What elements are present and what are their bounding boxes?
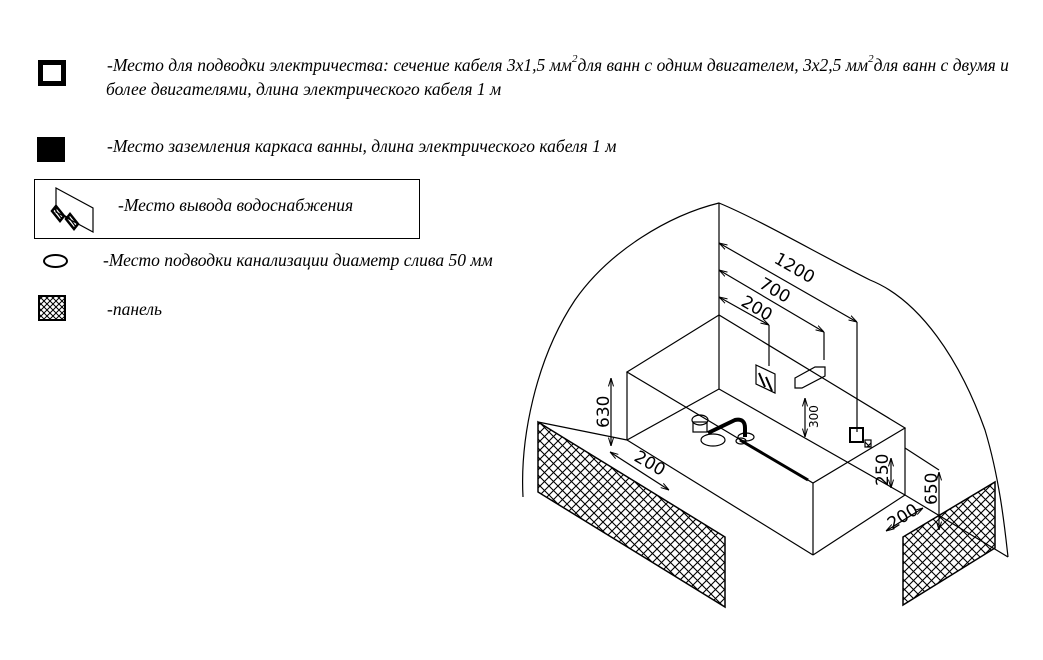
- electric-socket-icon: [38, 60, 66, 86]
- dim-300: 300: [807, 405, 821, 428]
- bath-spout: [794, 366, 826, 389]
- dim-630: 630: [594, 396, 614, 428]
- dim-250: 250: [873, 454, 893, 486]
- drain-pipe: [739, 438, 809, 482]
- grounding-icon: [37, 137, 65, 162]
- drain-icon: [43, 254, 68, 268]
- bathtub-rim: [625, 314, 907, 484]
- legend-panel: -панель: [107, 299, 162, 319]
- legend-text: для ванн с двумя и: [873, 55, 1009, 75]
- legend-electric-line2: более двигателями, длина электрического …: [106, 79, 502, 99]
- dim-650: 650: [922, 473, 942, 505]
- legend-water-box: [34, 179, 420, 239]
- superscript: 2: [571, 53, 578, 66]
- superscript: 2: [868, 53, 874, 66]
- legend-electric-line1: -Место для подводки электричества: сечен…: [107, 54, 1009, 76]
- siphon: [691, 414, 755, 447]
- legend-water: -Место вывода водоснабжения: [118, 195, 354, 215]
- panel-hatch-icon: [38, 295, 66, 321]
- legend-drain: -Место подводки канализации диаметр слив…: [103, 250, 493, 270]
- side-panel: [902, 480, 996, 607]
- dim-200-front: 200: [631, 447, 669, 481]
- water-outlet-icon: [50, 186, 94, 234]
- wall-outline: [522, 202, 1009, 558]
- front-panel: [537, 420, 726, 609]
- legend-text: -Место для подводки электричества: сечен…: [107, 55, 572, 75]
- legend-grounding: -Место заземления каркаса ванны, длина э…: [107, 136, 617, 156]
- water-outlet: [755, 364, 776, 394]
- legend-text: для ванн с одним двигателем, 3х2,5 мм: [577, 55, 869, 75]
